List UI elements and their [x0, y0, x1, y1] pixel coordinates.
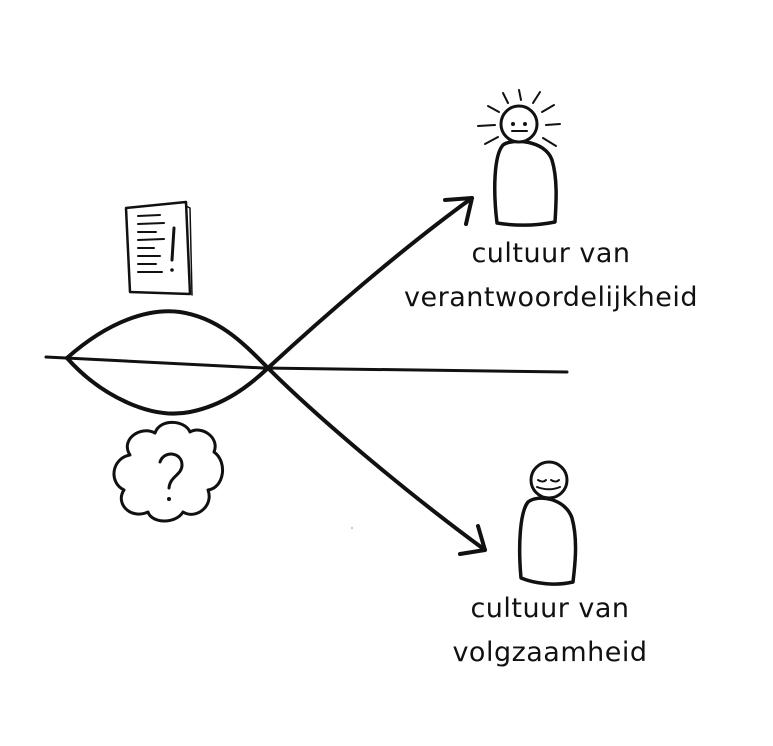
- lens-lower-curve: [65, 356, 270, 416]
- label-bottom-line1: cultuur van: [470, 593, 630, 624]
- arrow-down-shaft: [266, 366, 487, 552]
- figure-responsible-icon: [477, 89, 561, 227]
- lens-upper-curve: [65, 309, 270, 370]
- arrow-up-shaft: [266, 196, 474, 370]
- label-culture-of-responsibility: cultuur van verantwoordelijkheid: [396, 232, 706, 320]
- label-top-line2: verantwoordelijkheid: [404, 282, 698, 313]
- arrow-down-head: [458, 524, 487, 556]
- ink-speck: [351, 527, 353, 529]
- thought-cloud-icon: [112, 420, 224, 523]
- label-top-line1: cultuur van: [471, 238, 631, 269]
- label-bottom-line2: volgzaamheid: [452, 637, 648, 668]
- figure-compliant-icon: [517, 460, 578, 586]
- label-culture-of-compliance: cultuur van volgzaamheid: [430, 587, 670, 675]
- document-icon: [124, 200, 193, 296]
- baseline: [44, 355, 569, 374]
- arrow-up-head: [443, 196, 474, 226]
